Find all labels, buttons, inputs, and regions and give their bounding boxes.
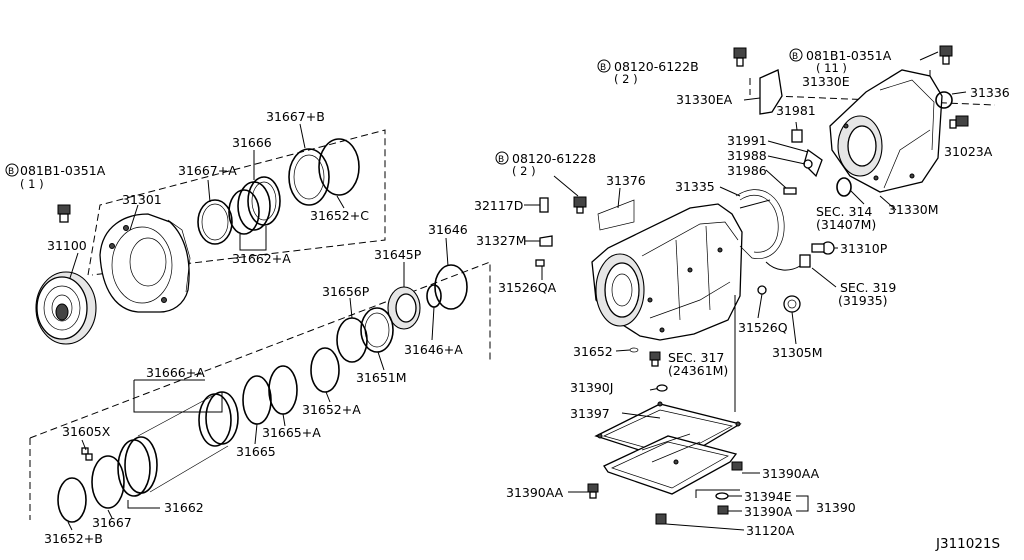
label-31665: 31665 (236, 444, 276, 459)
sensor-parts (783, 129, 823, 195)
label-sec319-ref: (31935) (838, 293, 888, 308)
label-31301: 31301 (122, 192, 162, 207)
label-sec317-ref: (24361M) (668, 363, 728, 378)
label-31330ea: 31330EA (676, 92, 733, 107)
rear-extension-housing (829, 69, 943, 193)
label-bolt-mid-qty: ( 2 ) (512, 164, 536, 178)
middle-seal-rings (336, 264, 468, 363)
label-31390aa-left: 31390AA (506, 485, 564, 500)
label-31310p: 31310P (840, 241, 888, 256)
label-31652b: 31652+B (44, 531, 103, 546)
label-sec317: SEC. 317 (668, 350, 724, 365)
label-31646: 31646 (428, 222, 468, 237)
transmission-case (591, 203, 743, 341)
label-31991: 31991 (727, 133, 767, 148)
b-mark-left: B (8, 167, 14, 177)
label-31652a: 31652+A (302, 402, 361, 417)
label-31336: 31336 (970, 85, 1010, 100)
label-31330m: 31330M (888, 202, 939, 217)
label-32117d: 32117D (474, 198, 523, 213)
label-bolt-right: 081B1-0351A (806, 48, 892, 63)
label-31662a: 31662+A (232, 251, 291, 266)
label-31662: 31662 (164, 500, 204, 515)
label-31394e: 31394E (744, 489, 792, 504)
label-bolt-mid: 08120-61228 (512, 151, 596, 166)
label-31390a: 31390A (744, 504, 793, 519)
upper-clutch-rings (197, 138, 360, 245)
label-31652: 31652 (573, 344, 613, 359)
label-31330e: 31330E (802, 74, 850, 89)
bolt-left (57, 204, 71, 223)
label-31397: 31397 (570, 406, 610, 421)
label-31376: 31376 (606, 173, 646, 188)
pan-bolts (587, 384, 743, 525)
label-31656p: 31656P (322, 284, 370, 299)
label-bolt-left-qty: ( 1 ) (20, 177, 44, 191)
label-sec314: SEC. 314 (816, 204, 872, 219)
bolt-31310p (811, 241, 835, 255)
label-31526q: 31526Q (738, 320, 788, 335)
b-mark-right: B (792, 52, 798, 62)
label-31666: 31666 (232, 135, 272, 150)
label-31120a: 31120A (746, 523, 795, 538)
label-bolt-top-qty: ( 2 ) (614, 72, 638, 86)
mid-fittings (535, 196, 635, 267)
label-31390aa-right: 31390AA (762, 466, 820, 481)
label-31645p: 31645P (374, 247, 422, 262)
torque-converter (35, 271, 97, 345)
label-31390j: 31390J (570, 380, 613, 395)
label-bolt-left: 081B1-0351A (20, 163, 106, 178)
label-bolt-top: 08120-6122B (614, 59, 699, 74)
label-31335: 31335 (675, 179, 715, 194)
label-31390: 31390 (816, 500, 856, 515)
label-31023a: 31023A (944, 144, 993, 159)
b-mark-mid: B (498, 155, 504, 165)
converter-housing (99, 213, 191, 313)
label-31646a: 31646+A (404, 342, 463, 357)
label-31667b: 31667+B (266, 109, 325, 124)
label-31651m: 31651M (356, 370, 407, 385)
bracket-31330ea (733, 45, 969, 129)
case-gasket (735, 189, 785, 260)
diagram-id: J311021S (935, 536, 1000, 552)
label-sec314-ref: (31407M) (816, 217, 876, 232)
label-31988: 31988 (727, 148, 767, 163)
b-markers (5, 48, 803, 177)
label-31305m: 31305M (772, 345, 823, 360)
sensor-wire (765, 254, 811, 271)
label-31665a: 31665+A (262, 425, 321, 440)
label-31526qa: 31526QA (498, 280, 557, 295)
label-31100: 31100 (47, 238, 87, 253)
label-31981: 31981 (776, 103, 816, 118)
oil-pan (594, 401, 742, 495)
label-31652c: 31652+C (310, 208, 369, 223)
label-sec319: SEC. 319 (840, 280, 896, 295)
label-31327m: 31327M (476, 233, 527, 248)
label-31666a: 31666+A (146, 365, 205, 380)
label-31667a: 31667+A (178, 163, 237, 178)
label-31986: 31986 (727, 163, 767, 178)
b-mark-top: B (600, 63, 606, 73)
label-31605x: 31605X (62, 424, 111, 439)
label-31667: 31667 (92, 515, 132, 530)
label-bolt-right-qty: ( 11 ) (816, 61, 847, 75)
